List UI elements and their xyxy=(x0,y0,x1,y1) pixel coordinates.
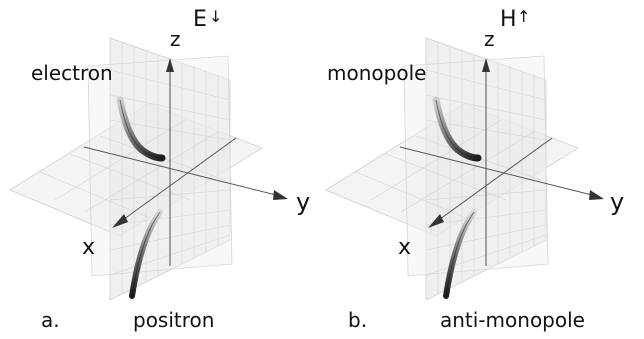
field-arrow: ↓ xyxy=(209,7,222,26)
panel-a: z E ↓ y x electron positron a. xyxy=(9,7,310,332)
axis-x-label: x xyxy=(398,235,411,260)
axis-x-label: x xyxy=(82,235,95,260)
axis-z-label: z xyxy=(484,27,495,51)
top-particle-label: electron xyxy=(31,61,113,85)
panel-label: a. xyxy=(41,308,60,332)
axis-z-label: z xyxy=(170,27,181,51)
field-label: E xyxy=(193,7,207,32)
bottom-particle-label: positron xyxy=(133,308,214,332)
top-particle-label: monopole xyxy=(327,61,426,85)
bottom-particle-label: anti-monopole xyxy=(440,308,585,332)
field-arrow: ↑ xyxy=(517,7,530,26)
axis-y-label: y xyxy=(610,188,624,216)
axis-y-label: y xyxy=(296,188,310,216)
field-label: H xyxy=(500,7,517,32)
panel-b: z H ↑ y x monopole anti-monopole b. xyxy=(325,7,624,332)
panel-label: b. xyxy=(348,308,367,332)
